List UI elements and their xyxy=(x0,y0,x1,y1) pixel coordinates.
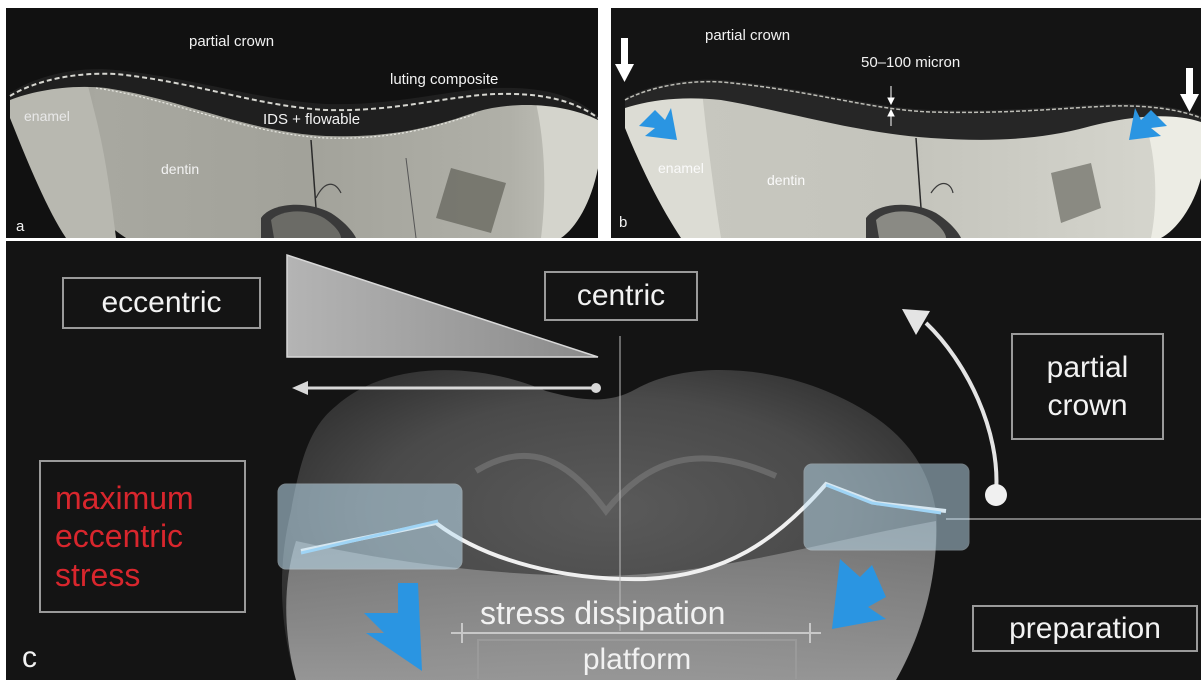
label-eccentric: eccentric xyxy=(62,277,261,329)
panel-c: eccentric centric partial crown maximum … xyxy=(6,241,1201,680)
label-maximum-eccentric-stress: maximum eccentric stress xyxy=(39,460,246,613)
label-enamel-a: enamel xyxy=(24,108,70,124)
label-luting-composite: luting composite xyxy=(390,71,498,88)
partial-crown-line-1: partial xyxy=(1047,349,1129,387)
max-stress-line-1: maximum xyxy=(55,479,194,517)
partial-crown-line-2: crown xyxy=(1047,387,1127,425)
max-stress-line-2: eccentric xyxy=(55,517,183,555)
right-stress-block xyxy=(804,464,969,550)
label-centric: centric xyxy=(544,271,698,321)
left-stress-block xyxy=(278,484,462,569)
label-partial-crown-a: partial crown xyxy=(189,33,274,50)
label-platform: platform xyxy=(477,639,797,679)
white-arrow-right-b xyxy=(1180,68,1199,112)
label-thickness: 50–100 micron xyxy=(861,54,960,71)
label-stress-dissipation: stress dissipation xyxy=(480,595,725,632)
label-partial-crown-b: partial crown xyxy=(705,27,790,44)
max-stress-line-3: stress xyxy=(55,556,140,594)
panel-letter-b: b xyxy=(619,214,627,231)
label-ids-flowable: IDS + flowable xyxy=(263,111,360,128)
panel-b-illustration xyxy=(611,8,1201,238)
label-preparation: preparation xyxy=(972,605,1198,652)
panel-b: partial crown 50–100 micron enamel denti… xyxy=(611,8,1201,238)
panel-letter-c: c xyxy=(22,641,37,675)
white-arrow-left-b xyxy=(615,38,634,82)
label-dentin-b: dentin xyxy=(767,172,805,188)
label-dentin-a: dentin xyxy=(161,161,199,177)
panel-a: partial crown luting composite enamel ID… xyxy=(6,8,598,238)
label-partial-crown-c: partial crown xyxy=(1011,333,1164,440)
panel-letter-a: a xyxy=(16,218,24,235)
label-enamel-b: enamel xyxy=(658,160,704,176)
